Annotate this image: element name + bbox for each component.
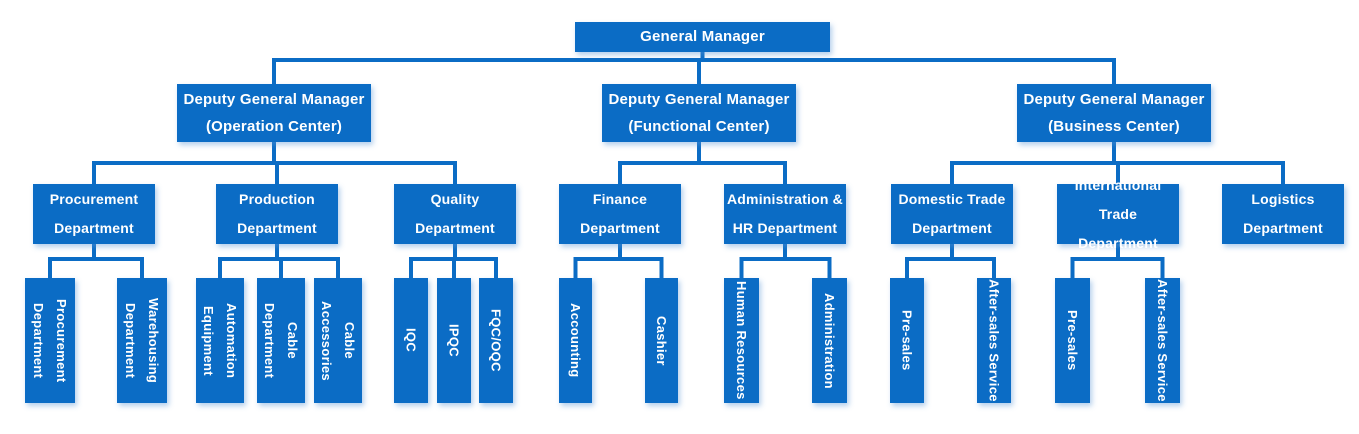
node-label: IQC: [403, 328, 419, 353]
node-finance-department: Finance Department: [559, 184, 681, 244]
node-label: Administration: [822, 292, 837, 389]
node-leaf-accounting: Accounting: [559, 278, 592, 403]
node-label: After-sales Service: [1155, 279, 1170, 402]
node-label: FQC/OQC: [488, 309, 504, 372]
node-label: Cable Department: [262, 302, 300, 379]
node-label: Pre-sales: [899, 310, 915, 371]
node-leaf-domestic-pre-sales: Pre-sales: [890, 278, 924, 403]
node-leaf-procurement-department: Procurement Department: [25, 278, 75, 403]
node-general-manager: General Manager: [575, 22, 830, 52]
node-leaf-administration: Administration: [812, 278, 847, 403]
node-label: After-sales Service: [986, 279, 1002, 402]
node-logistics-department: Logistics Department: [1222, 184, 1344, 244]
node-label: Deputy General Manager (Functional Cente…: [608, 91, 790, 135]
node-label: Domestic Trade Department: [898, 191, 1006, 236]
node-label: Automation Equipment: [201, 302, 239, 379]
node-label: Pre-sales: [1065, 310, 1080, 371]
node-procurement-department: Procurement Department: [33, 184, 155, 244]
node-label: Production Department: [237, 191, 317, 236]
node-international-trade-department: International Trade Department: [1057, 177, 1179, 251]
node-leaf-human-resources: Human Resources: [724, 278, 759, 403]
node-label: Cable Accessories: [319, 300, 357, 381]
node-label: IPQC: [446, 324, 462, 357]
node-leaf-cable-department: Cable Department: [257, 278, 305, 403]
node-label: Finance Department: [580, 191, 660, 236]
node-domestic-trade-department: Domestic Trade Department: [891, 184, 1013, 244]
node-leaf-iqc: IQC: [394, 278, 428, 403]
node-leaf-cashier: Cashier: [645, 278, 678, 403]
node-label: International Trade Department: [1074, 176, 1162, 251]
node-deputy-functional-center: Deputy General Manager (Functional Cente…: [602, 84, 796, 142]
node-deputy-operation-center: Deputy General Manager (Operation Center…: [177, 84, 371, 142]
node-leaf-international-after-sales-service: After-sales Service: [1145, 278, 1180, 403]
node-leaf-automation-equipment: Automation Equipment: [196, 278, 244, 403]
node-leaf-fqc-oqc: FQC/OQC: [479, 278, 513, 403]
node-label: Logistics Department: [1243, 191, 1323, 236]
node-label: Deputy General Manager (Operation Center…: [183, 91, 365, 135]
node-label: Quality Department: [415, 191, 495, 236]
node-label: Human Resources: [734, 281, 749, 400]
node-leaf-ipqc: IPQC: [437, 278, 471, 403]
node-label: Procurement Department: [31, 298, 69, 383]
node-deputy-business-center: Deputy General Manager (Business Center): [1017, 84, 1211, 142]
node-label: General Manager: [640, 28, 765, 45]
node-leaf-cable-accessories: Cable Accessories: [314, 278, 362, 403]
node-label: Procurement Department: [49, 191, 139, 236]
node-label: Cashier: [654, 315, 669, 366]
node-administration-hr-department: Administration & HR Department: [724, 184, 846, 244]
node-label: Administration & HR Department: [727, 191, 843, 236]
node-label: Accounting: [568, 303, 583, 378]
node-quality-department: Quality Department: [394, 184, 516, 244]
node-label: Warehousing Department: [123, 297, 161, 384]
node-label: Deputy General Manager (Business Center): [1023, 91, 1205, 135]
node-production-department: Production Department: [216, 184, 338, 244]
node-leaf-international-pre-sales: Pre-sales: [1055, 278, 1090, 403]
node-leaf-warehousing-department: Warehousing Department: [117, 278, 167, 403]
node-leaf-domestic-after-sales-service: After-sales Service: [977, 278, 1011, 403]
